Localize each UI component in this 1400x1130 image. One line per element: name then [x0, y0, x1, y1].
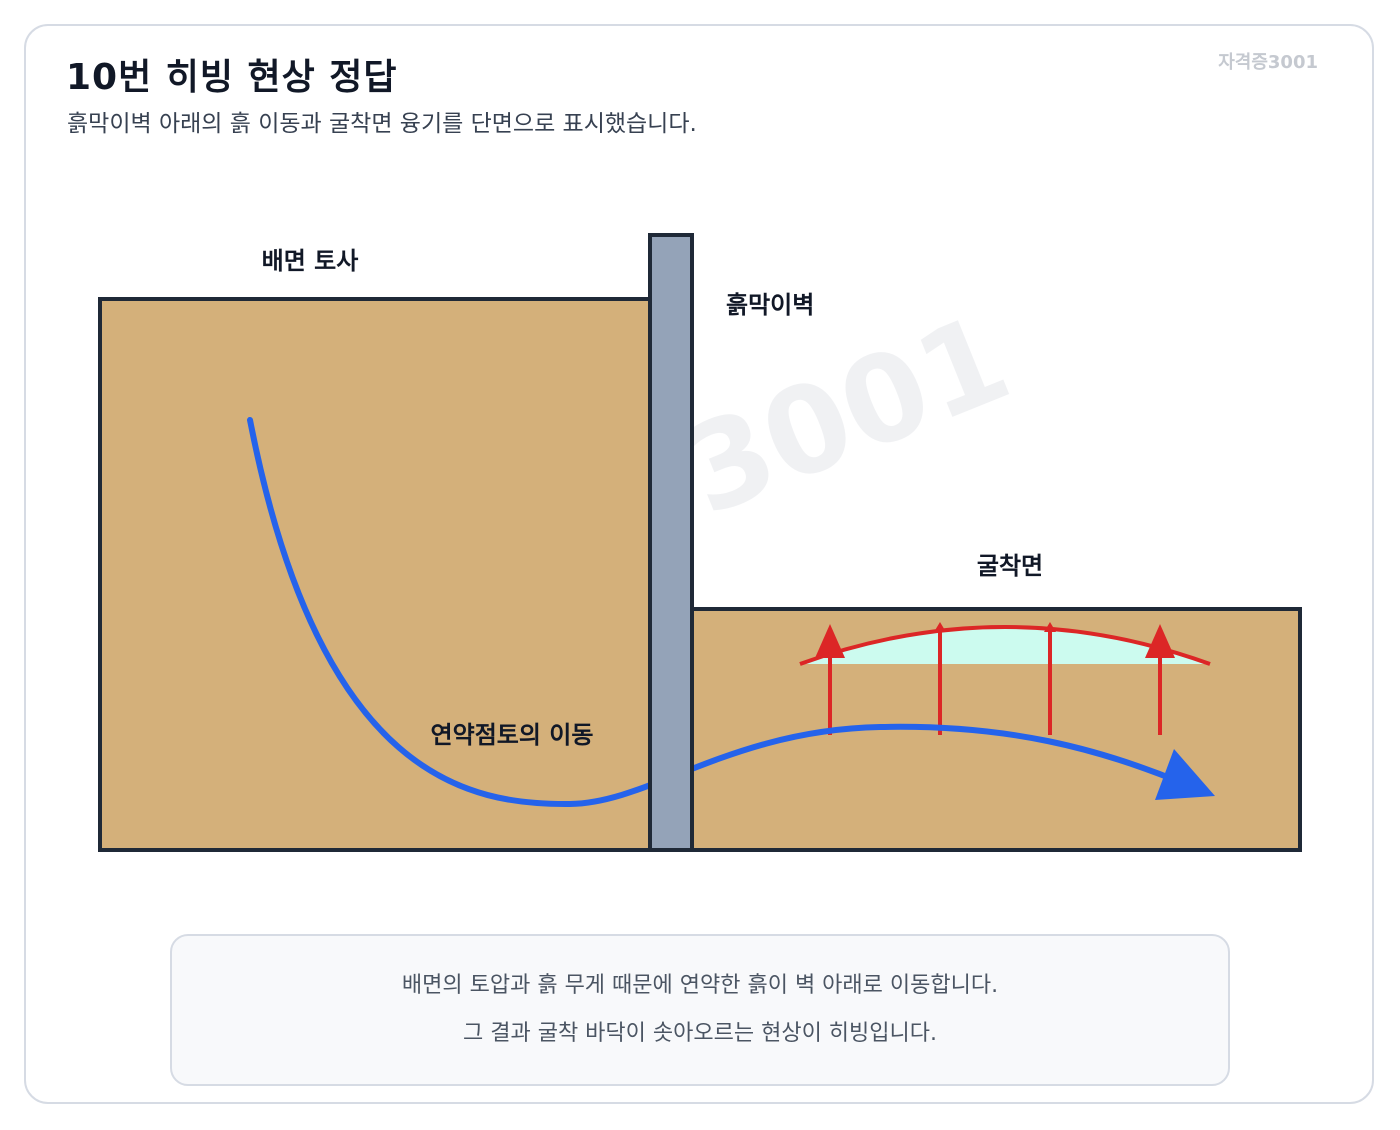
- page-title: 10번 히빙 현상 정답: [66, 57, 398, 98]
- explanation-line: 그 결과 굴착 바닥이 솟아오르는 현상이 히빙입니다.: [463, 1021, 937, 1046]
- label-flow: 연약점토의 이동: [431, 721, 594, 749]
- soil-flow-arrowhead: [1155, 749, 1215, 800]
- soil-flow-path: [247, 417, 1178, 808]
- page-subtitle: 흙막이벽 아래의 흙 이동과 굴착면 융기를 단면으로 표시했습니다.: [67, 111, 697, 137]
- explanation-box: 배면의 토압과 흙 무게 때문에 연약한 흙이 벽 아래로 이동합니다. 그 결…: [170, 934, 1230, 1086]
- retaining-wall: [648, 233, 694, 852]
- heave-curve: [799, 625, 1211, 666]
- code-tag: 자격증3001: [1218, 52, 1318, 73]
- label-wall: 흙막이벽: [726, 291, 814, 319]
- label-backfill: 배면 토사: [262, 247, 359, 275]
- heave-arrows: [828, 628, 1162, 735]
- backfill-soil: [98, 297, 652, 852]
- label-excavation: 굴착면: [977, 552, 1043, 580]
- explanation-line: 배면의 토압과 흙 무게 때문에 연약한 흙이 벽 아래로 이동합니다.: [401, 973, 999, 998]
- heave-arrowhead: [815, 624, 845, 658]
